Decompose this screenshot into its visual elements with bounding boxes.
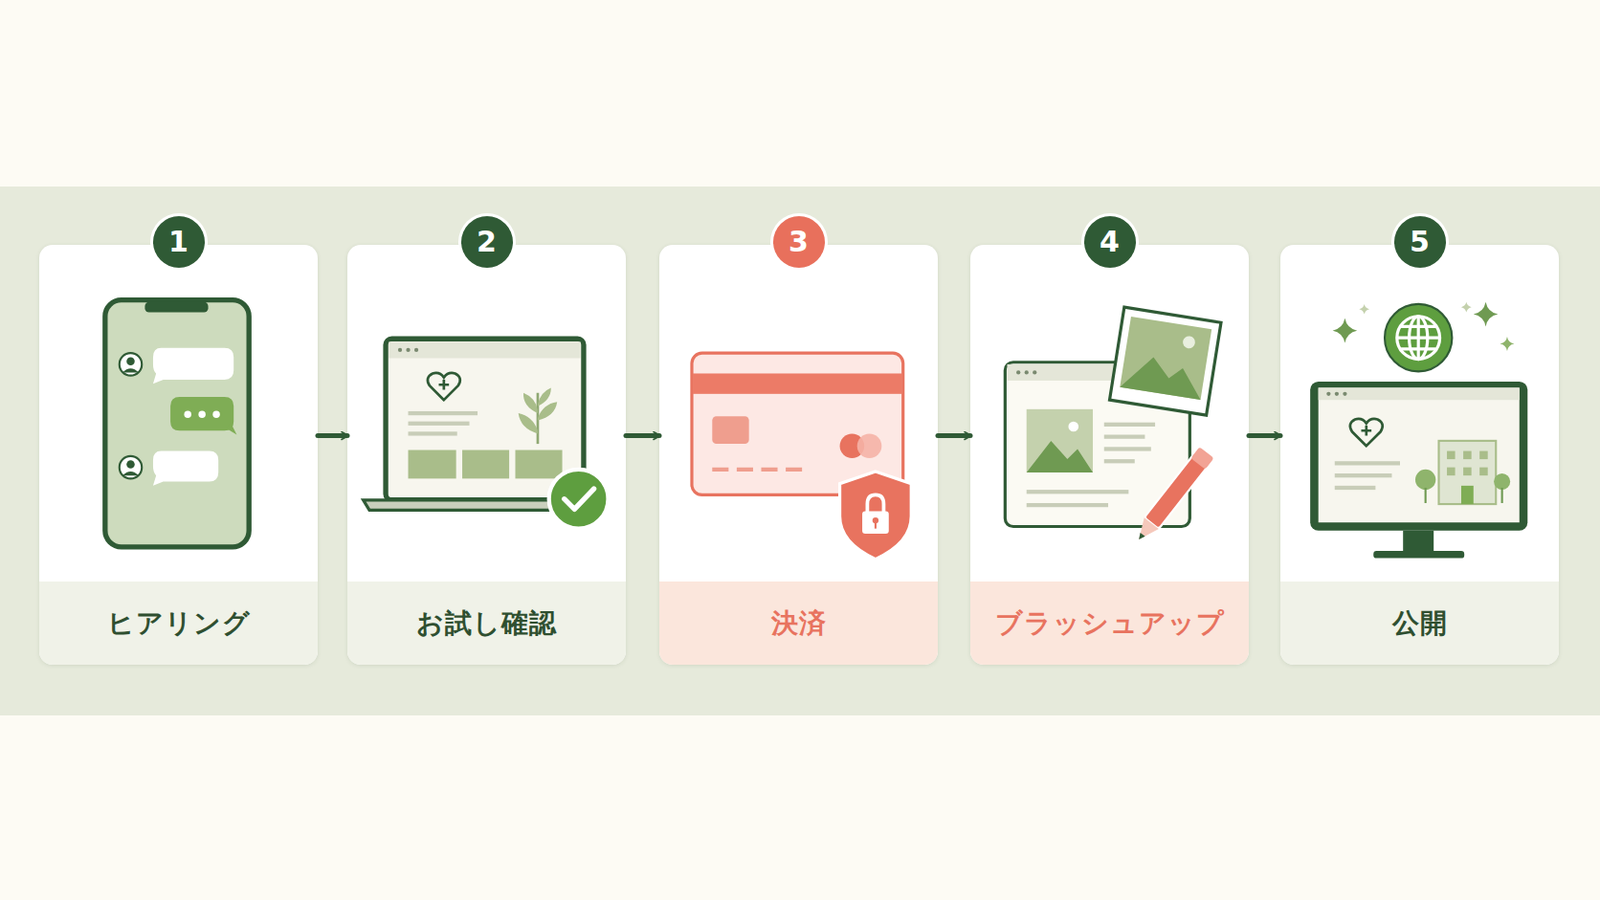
step-label: お試し確認 [347, 581, 626, 666]
step-card: 決済3 [659, 244, 938, 666]
step-number: 3 [788, 227, 809, 257]
step-number-circle: 5 [1394, 216, 1446, 268]
step-number-circle: 4 [1084, 216, 1136, 268]
step-label: ブラッシュアップ [970, 581, 1249, 666]
step-card: お試し確認2 [347, 244, 626, 666]
step-label: ヒアリング [39, 581, 318, 666]
flow-arrow [317, 433, 348, 439]
step-label: 決済 [659, 581, 938, 666]
step-number: 4 [1099, 227, 1120, 257]
step-card: 公開5 [1280, 244, 1559, 666]
flow-arrow [1248, 433, 1281, 439]
step-number-circle: 2 [461, 216, 513, 268]
flow-arrow [937, 433, 971, 439]
step-number-circle: 1 [153, 216, 205, 268]
step-number: 2 [476, 227, 497, 257]
step-number: 5 [1409, 227, 1430, 257]
flow-arrow [625, 433, 660, 439]
step-card: ヒアリング1 [39, 244, 318, 666]
step-label: 公開 [1280, 581, 1559, 666]
step-card: ブラッシュアップ4 [970, 244, 1249, 666]
step-number-circle: 3 [773, 216, 825, 268]
step-number: 1 [168, 227, 189, 257]
